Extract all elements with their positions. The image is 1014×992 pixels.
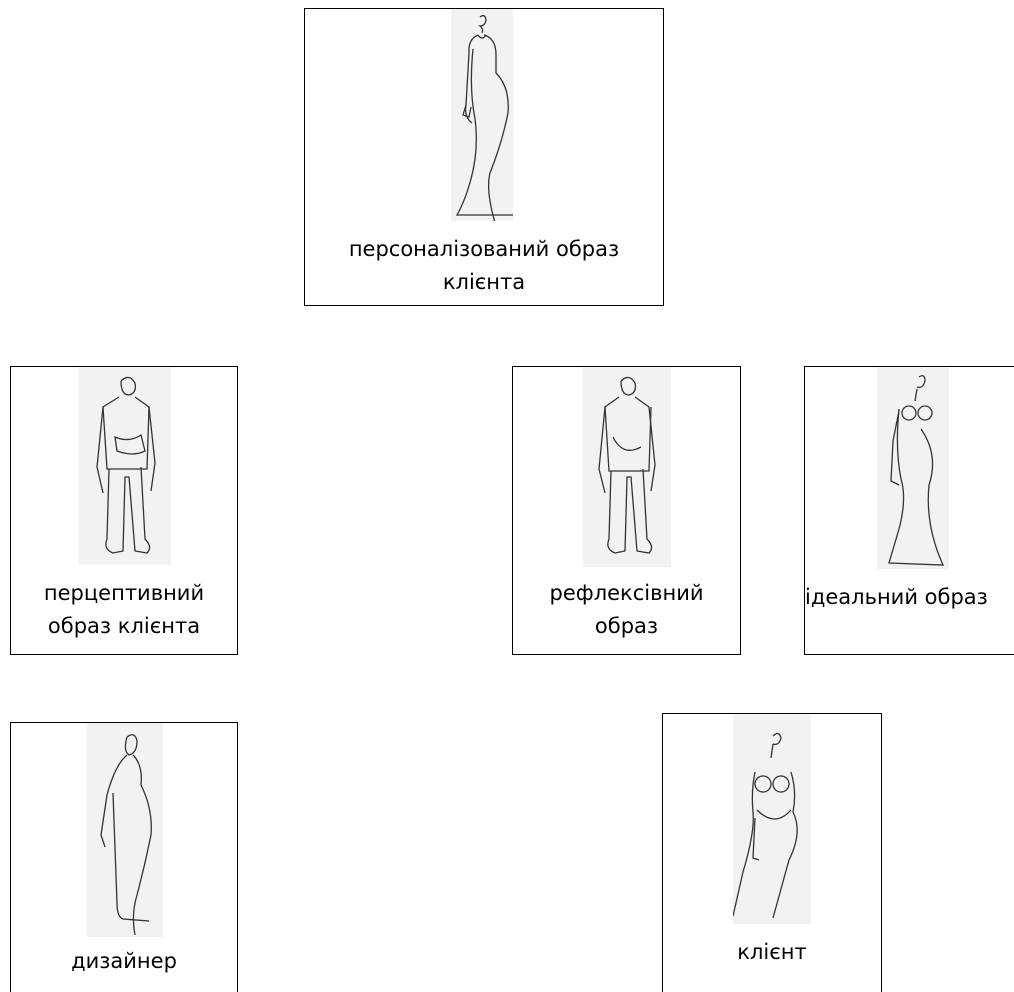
jacket-sketch-icon	[583, 367, 671, 567]
node-ideal-label: ідеальний образ	[805, 581, 1014, 614]
node-designer-label: дизайнер	[11, 945, 237, 978]
node-perceptive-label: перцептивний образ клієнта	[11, 577, 237, 642]
ideal-gown-sketch-icon	[877, 367, 949, 569]
node-personalized-label: персоналізований образ клієнта	[305, 233, 663, 298]
node-personalized-image: персоналізований образ клієнта	[304, 8, 664, 306]
jacket-man-sketch-icon	[79, 367, 171, 565]
label-line: клієнт	[663, 936, 881, 969]
label-line: перцептивний	[11, 577, 237, 610]
swimsuit-sketch-icon	[733, 714, 811, 924]
label-line: образ	[513, 610, 740, 643]
label-line: ідеальний образ	[805, 581, 1014, 614]
label-line: образ клієнта	[11, 610, 237, 643]
node-client-label: клієнт	[663, 936, 881, 969]
node-ideal-image: ідеальний образ	[804, 366, 1014, 655]
label-line: персоналізований образ	[305, 233, 663, 266]
node-reflexive-image: рефлексівний образ	[512, 366, 741, 655]
label-line: клієнта	[305, 266, 663, 299]
label-line: рефлексівний	[513, 577, 740, 610]
silhouette-sketch-icon	[87, 723, 163, 937]
node-designer: дизайнер	[10, 722, 238, 992]
label-line: дизайнер	[11, 945, 237, 978]
node-perceptive-image: перцептивний образ клієнта	[10, 366, 238, 655]
node-reflexive-label: рефлексівний образ	[513, 577, 740, 642]
node-client: клієнт	[662, 713, 882, 992]
gown-sketch-icon	[451, 9, 513, 221]
